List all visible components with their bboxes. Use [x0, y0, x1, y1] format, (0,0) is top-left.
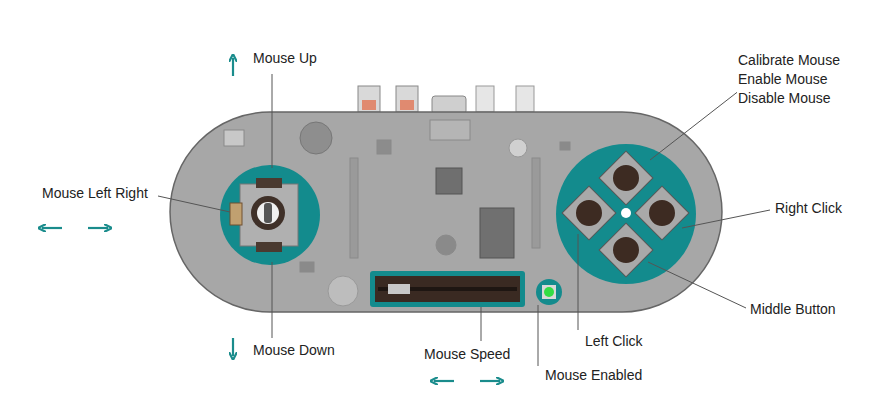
joystick — [220, 165, 320, 265]
button-pad — [556, 144, 696, 284]
direction-arrows — [42, 58, 500, 381]
led — [536, 279, 562, 305]
label: Middle Button — [749, 300, 837, 319]
label: Enable Mouse — [737, 70, 829, 89]
label: Disable Mouse — [737, 89, 832, 108]
label: Mouse Left Right — [41, 184, 149, 203]
board-outline — [170, 112, 722, 312]
connectors — [358, 86, 534, 114]
leader-lines — [158, 74, 770, 366]
label: Mouse Down — [252, 341, 336, 360]
board-parts — [224, 120, 570, 306]
slider — [370, 271, 525, 307]
label: Left Click — [584, 332, 644, 351]
label: Mouse Speed — [423, 345, 511, 364]
label: Calibrate Mouse — [737, 51, 841, 70]
label: Right Click — [774, 199, 843, 218]
label: Mouse Enabled — [544, 366, 643, 385]
label: Mouse Up — [252, 49, 318, 68]
